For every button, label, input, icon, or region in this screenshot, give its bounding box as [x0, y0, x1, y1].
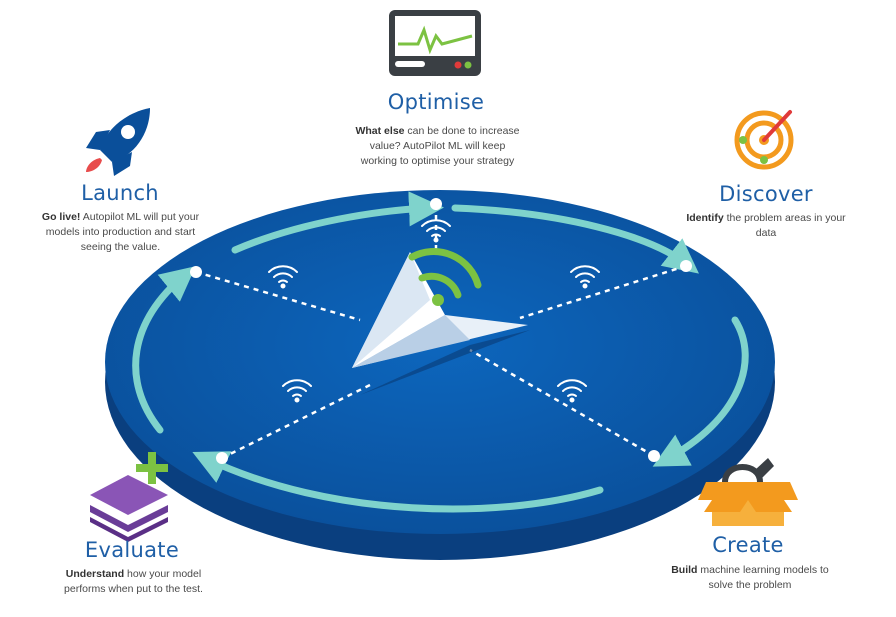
create-description-text: machine learning models to solve the pro…: [697, 564, 828, 591]
node-optimise: [430, 198, 442, 210]
optimise-description: What else can be done to increase value?…: [355, 124, 520, 169]
disc: [105, 190, 775, 560]
evaluate-description: Understand how your model performs when …: [46, 567, 221, 597]
evaluate-description-bold: Understand: [66, 568, 124, 580]
optimise-title: Optimise: [336, 90, 536, 114]
node-evaluate: [216, 452, 228, 464]
launch-description-bold: Go live!: [42, 211, 81, 223]
launch-title: Launch: [40, 181, 200, 205]
rocket-icon: [86, 108, 150, 176]
target-icon: [737, 112, 791, 167]
layers-plus-icon: [90, 452, 168, 542]
node-create: [648, 450, 660, 462]
discover-description: Identify the problem areas in your data: [686, 211, 846, 241]
launch-description: Go live! Autopilot ML will put your mode…: [38, 210, 203, 255]
create-description-bold: Build: [671, 564, 697, 576]
create-title: Create: [668, 533, 828, 557]
create-description: Build machine learning models to solve t…: [668, 563, 832, 593]
node-launch: [190, 266, 202, 278]
evaluate-title: Evaluate: [52, 538, 212, 562]
node-discover: [680, 260, 692, 272]
monitor-icon: [389, 10, 481, 76]
discover-description-text: the problem areas in your data: [724, 212, 846, 239]
optimise-description-bold: What else: [355, 125, 404, 137]
discover-description-bold: Identify: [686, 212, 723, 224]
discover-title: Discover: [686, 182, 846, 206]
